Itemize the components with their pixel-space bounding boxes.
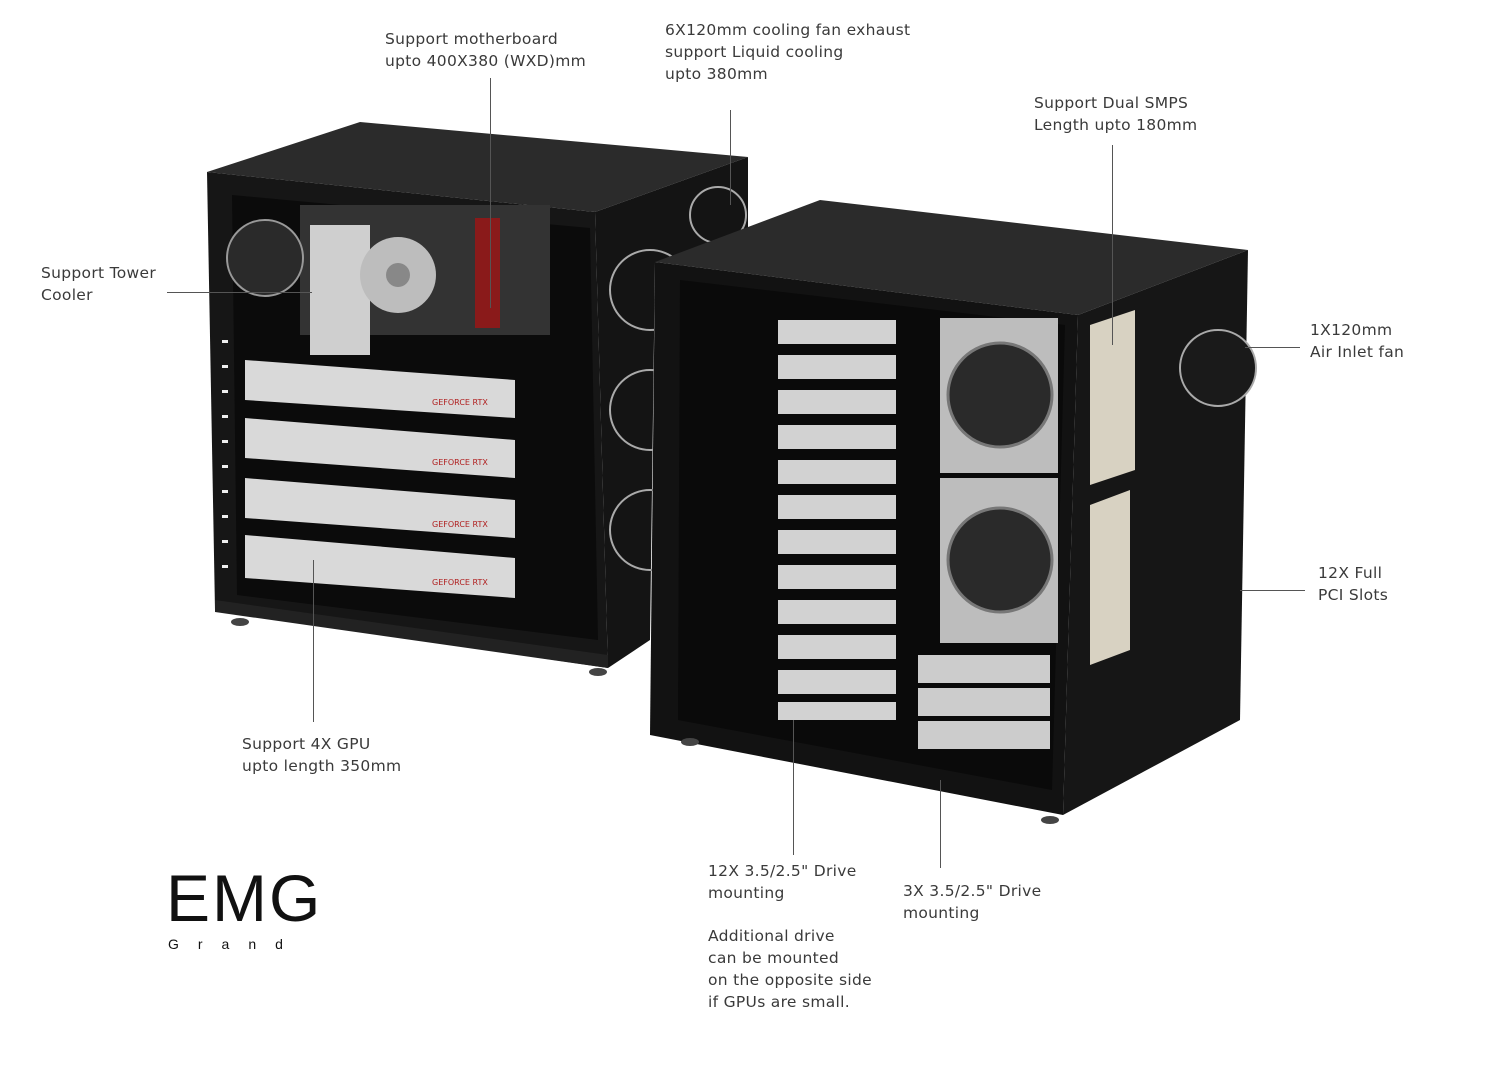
callout-line [940,780,941,868]
callout-line [1245,347,1300,348]
callout-line [167,292,312,293]
drive-stack [778,320,896,720]
right-case [650,200,1257,824]
rear-fan-icon [226,219,304,297]
gpus [245,360,515,598]
callout-dual-smps: Support Dual SMPS Length upto 180mm [1034,94,1198,134]
callout-drives-note: Additional drive can be mounted on the o… [708,927,872,1011]
left-case [207,122,748,676]
callout-line [1240,590,1305,591]
tower-cooler [310,225,370,355]
gpu-brand-label: GEFORCE RTX [432,458,488,467]
brand-logo-subtitle: Grand [168,936,302,952]
callout-exhaust-fans: 6X120mm cooling fan exhaust support Liqu… [665,21,911,83]
callout-line [313,560,314,722]
callout-line [490,78,491,308]
callout-line [1112,145,1113,345]
brand-logo: EMG [166,861,323,935]
callout-line [793,720,794,855]
callout-motherboard: Support motherboard upto 400X380 (WXD)mm [385,30,587,70]
callout-pci-slots: 12X Full PCI Slots [1318,564,1389,604]
callout-gpu: Support 4X GPU upto length 350mm [242,735,402,775]
callout-inlet-fan: 1X120mm Air Inlet fan [1310,321,1405,361]
callout-12-drives: 12X 3.5/2.5" Drive mounting [708,862,857,902]
gpu-brand-label: GEFORCE RTX [432,398,488,407]
callout-tower-cooler: Support Tower Cooler [41,264,157,304]
callout-3-drives: 3X 3.5/2.5" Drive mounting [903,882,1042,922]
gpu-brand-label: GEFORCE RTX [432,578,488,587]
callout-line [730,110,731,205]
gpu-brand-label: GEFORCE RTX [432,520,488,529]
